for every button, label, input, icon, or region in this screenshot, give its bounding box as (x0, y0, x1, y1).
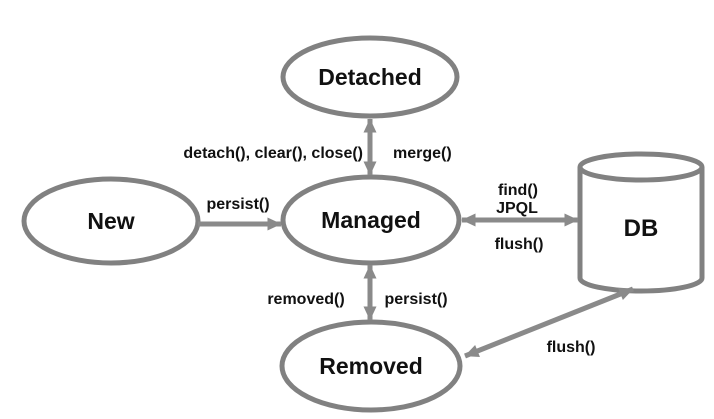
node-managed-label: Managed (321, 207, 421, 233)
node-removed-shape (279, 319, 463, 413)
edge-label-merge: merge() (393, 145, 452, 162)
node-removed-label: Removed (319, 353, 423, 379)
edge-label-detach-clear-close: detach(), clear(), close() (183, 145, 363, 162)
node-db-shape (577, 151, 705, 294)
edge-label-flush-db-removed: flush() (547, 339, 596, 356)
edge-label-removed: removed() (267, 291, 344, 308)
node-managed-shape (280, 174, 462, 266)
arrow-db-removed (464, 286, 634, 359)
node-new-shape (21, 176, 201, 266)
node-detached-label: Detached (318, 64, 422, 90)
edge-label-persist-new: persist() (206, 196, 269, 213)
node-db-label: DB (624, 215, 659, 242)
db-cylinder-top (577, 151, 705, 183)
db-cylinder-body (577, 167, 705, 294)
node-detached-shape (280, 35, 460, 119)
edge-label-find: find() (498, 182, 538, 199)
edge-label-persist-removed: persist() (384, 291, 447, 308)
node-new-label: New (87, 208, 134, 234)
edge-label-jpql: JPQL (496, 200, 538, 217)
edge-label-flush-managed-db: flush() (495, 236, 544, 253)
